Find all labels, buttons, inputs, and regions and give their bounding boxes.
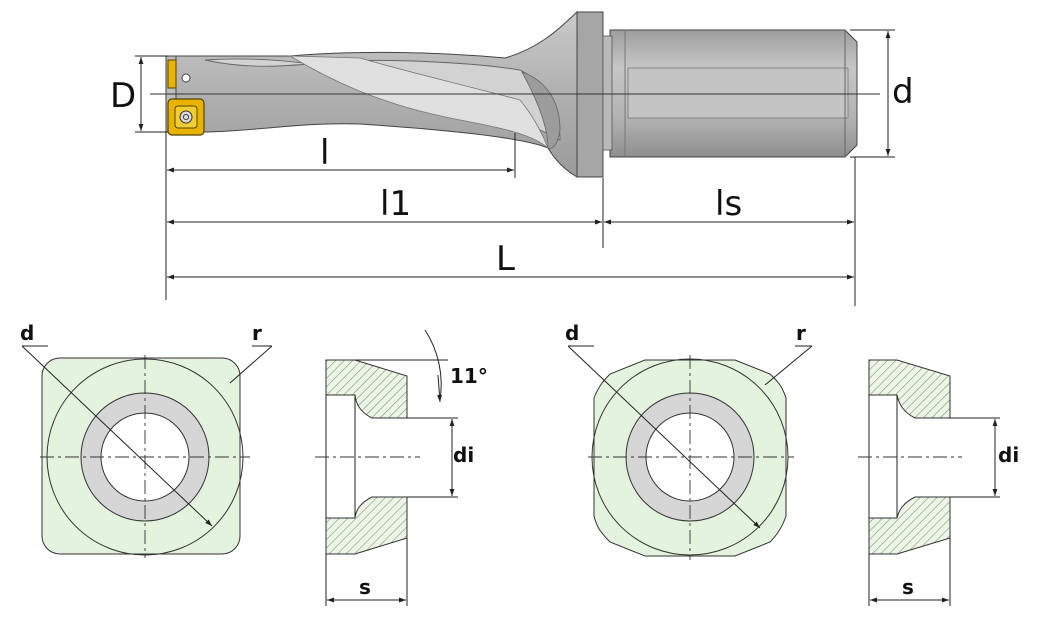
label-D: D (110, 76, 136, 116)
dim-D: D (110, 55, 168, 133)
coolant-hole (181, 73, 191, 83)
dim-ls: ls (604, 184, 854, 225)
insert-screw (179, 110, 193, 124)
dim-d-diagonal-2 (567, 345, 761, 529)
leader-r-1 (229, 345, 273, 384)
label-angle: 11° (450, 364, 488, 388)
dim-L: L (167, 239, 854, 280)
drill-side-view: D d l l1 ls L (110, 10, 914, 306)
label-L: L (496, 239, 515, 279)
flute-runout (521, 71, 561, 149)
label-s-2: s (902, 575, 914, 599)
section-2-bottom (868, 496, 951, 555)
dim-d-shank: d (850, 29, 914, 158)
section-2-top (868, 359, 951, 419)
leader-r-2 (764, 345, 813, 386)
dim-l: l (167, 133, 514, 173)
dim-d-diagonal-1 (21, 345, 213, 527)
shank-flat (627, 67, 849, 119)
section-1-bottom (325, 496, 408, 555)
label-di-2: di (998, 443, 1019, 467)
label-r-insert-2: r (796, 321, 806, 345)
insert-section-1: 11° di s (315, 329, 488, 606)
label-r-insert-1: r (252, 321, 262, 345)
label-d-insert-2: d (565, 321, 579, 345)
label-ls: ls (715, 184, 742, 224)
drill-flange (576, 11, 604, 178)
label-d-shank: d (892, 72, 914, 112)
label-s-1: s (359, 575, 371, 599)
insert-section-2: di s (858, 359, 1019, 606)
drill-flute-2 (288, 55, 549, 149)
label-l: l (320, 133, 329, 173)
label-di-1: di (453, 443, 474, 467)
section-1-top (325, 359, 408, 419)
label-l1: l1 (380, 184, 411, 224)
insert-octagon-view: d r (565, 321, 813, 560)
label-d-insert-1: d (20, 321, 34, 345)
insert-square-view: d r (20, 321, 273, 558)
drill-insert-top (167, 59, 177, 89)
dim-l1: l1 (167, 184, 602, 225)
